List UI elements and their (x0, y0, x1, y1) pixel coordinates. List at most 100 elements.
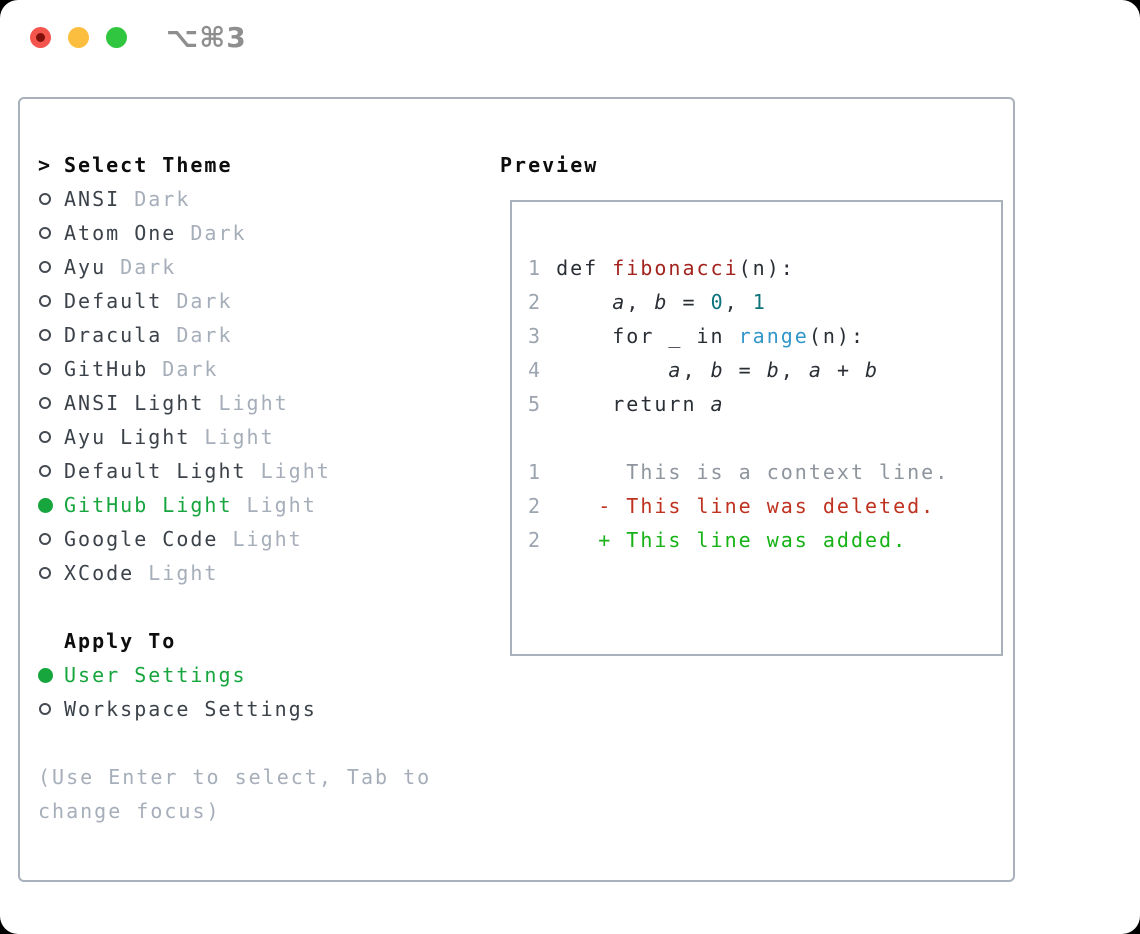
radio-icon (38, 352, 64, 386)
code-segment-ln: 3 (528, 324, 543, 348)
code-segment-code: = (668, 290, 711, 314)
circle-icon (39, 193, 51, 205)
radio-selected-icon (38, 658, 64, 692)
code-segment-code: , (724, 290, 753, 314)
code-segment-var: a (710, 392, 725, 416)
circle-icon (39, 329, 51, 341)
theme-name: GitHub Light (64, 493, 247, 517)
radio-icon (38, 284, 64, 318)
theme-option-default[interactable]: Default Dark (38, 284, 478, 318)
title-bar: ⌥⌘3 (0, 0, 1140, 75)
close-button[interactable] (30, 27, 51, 48)
theme-name: ANSI Light (64, 391, 219, 415)
theme-variant: Dark (134, 187, 191, 211)
code-segment-code: , (682, 358, 711, 382)
code-segment-ln: 2 (528, 528, 543, 552)
minimize-button[interactable] (68, 27, 89, 48)
radio-icon (38, 692, 64, 726)
apply-to-heading: Apply To (64, 629, 177, 653)
theme-option-dracula[interactable]: Dracula Dark (38, 318, 478, 352)
theme-option-atom-one[interactable]: Atom One Dark (38, 216, 478, 250)
code-segment-var: b (865, 358, 880, 382)
code-segment-num: 0 (710, 290, 725, 314)
hint-line-2: change focus) (38, 799, 221, 823)
zoom-button[interactable] (106, 27, 127, 48)
circle-icon (39, 397, 51, 409)
code-segment-fn: fibonacci (612, 256, 739, 280)
theme-variant: Dark (190, 221, 247, 245)
code-line: 1 This is a context line. (528, 455, 1001, 489)
radio-icon (38, 522, 64, 556)
theme-name: ANSI (64, 187, 135, 211)
theme-option-github[interactable]: GitHub Dark (38, 352, 478, 386)
code-segment-ln: 4 (528, 358, 543, 382)
circle-icon (39, 431, 51, 443)
code-segment-ctx: This is a context line. (542, 460, 950, 484)
code-blank-line (528, 421, 1001, 455)
theme-option-google-code[interactable]: Google Code Light (38, 522, 478, 556)
circle-icon (39, 533, 51, 545)
code-line: 5 return a (528, 387, 1001, 421)
theme-name: Default Light (64, 459, 261, 483)
code-segment-code: , (626, 290, 655, 314)
filled-circle-icon (38, 497, 53, 513)
circle-icon (39, 465, 51, 477)
code-segment-ln: 1 (528, 460, 543, 484)
theme-option-ansi[interactable]: ANSI Dark (38, 182, 478, 216)
code-segment-var: a (668, 358, 683, 382)
code-segment-var: a (612, 290, 627, 314)
code-segment-code: , (780, 358, 809, 382)
theme-variant: Light (246, 493, 317, 517)
code-line: 3 for _ in range(n): (528, 319, 1001, 353)
circle-icon (39, 703, 51, 715)
circle-icon (39, 227, 51, 239)
theme-name: Ayu Light (64, 425, 205, 449)
code-segment-var: a (808, 358, 823, 382)
theme-variant: Light (218, 391, 289, 415)
apply-label: Workspace Settings (64, 697, 317, 721)
spacer (38, 726, 478, 760)
radio-icon (38, 386, 64, 420)
code-segment-ln: 1 (528, 256, 543, 280)
apply-option-user-settings[interactable]: User Settings (38, 658, 478, 692)
theme-option-ayu-light[interactable]: Ayu Light Light (38, 420, 478, 454)
code-segment-code: for _ in (542, 324, 739, 348)
theme-option-default-light[interactable]: Default Light Light (38, 454, 478, 488)
theme-option-xcode[interactable]: XCode Light (38, 556, 478, 590)
radio-selected-icon (38, 488, 64, 522)
code-segment-code: return (542, 392, 711, 416)
circle-icon (39, 567, 51, 579)
preview-heading: Preview (500, 153, 599, 177)
code-segment-var: b (654, 290, 669, 314)
theme-name: XCode (64, 561, 149, 585)
apply-to-header-row: Apply To (38, 624, 478, 658)
code-segment-ln: 5 (528, 392, 543, 416)
code-segment-code: (n): (808, 324, 866, 348)
apply-option-workspace-settings[interactable]: Workspace Settings (38, 692, 478, 726)
theme-variant: Light (260, 459, 331, 483)
code-segment-var: b (710, 358, 725, 382)
radio-icon (38, 216, 64, 250)
theme-name: Default (64, 289, 177, 313)
code-segment-code: def (542, 256, 613, 280)
code-segment-ln: 2 (528, 290, 543, 314)
spacer (38, 590, 478, 624)
theme-option-ayu[interactable]: Ayu Dark (38, 250, 478, 284)
theme-option-ansi-light[interactable]: ANSI Light Light (38, 386, 478, 420)
apply-label: User Settings (64, 663, 247, 687)
code-segment-code: (n): (738, 256, 795, 280)
radio-icon (38, 556, 64, 590)
select-theme-header-row: > Select Theme (38, 148, 478, 182)
code-segment-code: = (724, 358, 767, 382)
code-segment-del: - This line was deleted. (542, 494, 936, 518)
theme-option-github-light[interactable]: GitHub Light Light (38, 488, 478, 522)
circle-icon (39, 295, 51, 307)
theme-variant: Light (204, 425, 275, 449)
radio-icon (38, 182, 64, 216)
theme-name: Ayu (64, 255, 121, 279)
